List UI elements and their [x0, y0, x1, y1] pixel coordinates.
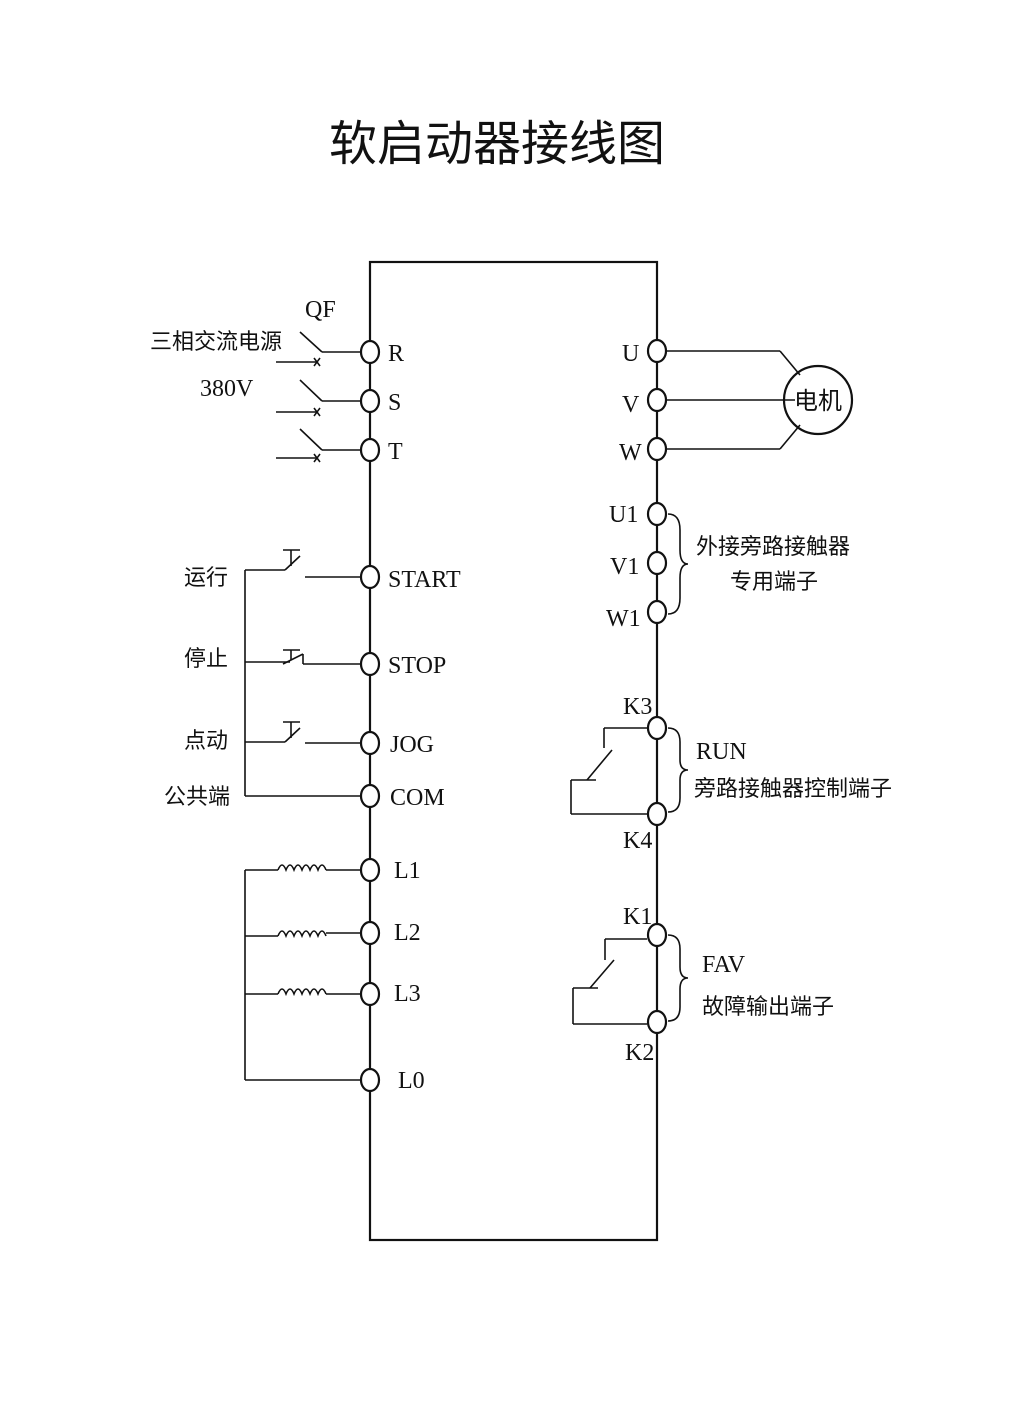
terminal-stop	[359, 651, 381, 677]
breaker-qf	[276, 331, 360, 463]
terminal-s-label: S	[388, 390, 401, 416]
bypass-label-1: 外接旁路接触器	[696, 535, 850, 560]
terminal-u1	[646, 501, 668, 527]
terminal-l1-label: L1	[394, 858, 421, 884]
run-label: 运行	[184, 566, 228, 591]
terminal-k4-label: K4	[623, 828, 652, 854]
fault-relay-contact	[572, 938, 647, 1025]
terminal-w1	[646, 599, 668, 625]
control-buttons	[244, 549, 360, 797]
terminal-r-label: R	[388, 341, 404, 367]
terminal-k2-label: K2	[625, 1040, 654, 1066]
terminal-s	[359, 388, 381, 414]
motor-label: 电机	[794, 387, 842, 415]
bypass-brace	[667, 513, 689, 615]
terminal-stop-label: STOP	[388, 653, 446, 679]
voltage-label: 380V	[200, 376, 254, 402]
run-relay-contact	[570, 727, 647, 815]
jog-label: 点动	[184, 729, 228, 754]
terminal-u-label: U	[622, 341, 639, 367]
terminal-k3	[646, 715, 668, 741]
bypass-label-2: 专用端子	[730, 570, 818, 595]
terminal-start	[359, 564, 381, 590]
terminal-u1-label: U1	[609, 502, 638, 528]
terminal-r	[359, 339, 381, 365]
terminal-l3-label: L3	[394, 981, 421, 1007]
terminal-v1-label: V1	[610, 554, 639, 580]
run-relay-name: RUN	[696, 739, 747, 765]
terminal-w-label: W	[619, 440, 642, 466]
breaker-label: QF	[305, 297, 336, 323]
terminal-k1-label: K1	[623, 904, 652, 930]
terminal-w	[646, 436, 668, 462]
terminal-t-label: T	[388, 439, 403, 465]
fault-relay-brace	[667, 934, 689, 1022]
run-relay-desc: 旁路接触器控制端子	[694, 777, 892, 802]
terminal-v	[646, 387, 668, 413]
terminal-com	[359, 783, 381, 809]
terminal-jog-label: JOG	[390, 732, 434, 758]
terminal-t	[359, 437, 381, 463]
terminal-k1	[646, 922, 668, 948]
run-relay-brace	[667, 727, 689, 813]
terminal-l2-label: L2	[394, 920, 421, 946]
terminal-l0-label: L0	[398, 1068, 425, 1094]
terminal-com-label: COM	[390, 785, 445, 811]
terminal-u	[646, 338, 668, 364]
fault-relay-desc: 故障输出端子	[702, 995, 834, 1020]
terminal-k4	[646, 801, 668, 827]
terminal-k3-label: K3	[623, 694, 652, 720]
current-transformer-coils	[244, 864, 360, 1081]
fault-relay-name: FAV	[702, 952, 746, 978]
terminal-v1	[646, 550, 668, 576]
terminal-v-label: V	[622, 392, 640, 418]
terminal-l0	[359, 1067, 381, 1093]
stop-label: 停止	[184, 647, 228, 672]
terminal-l2	[359, 920, 381, 946]
terminal-jog	[359, 730, 381, 756]
terminal-start-label: START	[388, 567, 461, 593]
terminal-l1	[359, 857, 381, 883]
motor-icon	[782, 364, 854, 436]
terminal-k2	[646, 1009, 668, 1035]
motor-wiring	[666, 350, 801, 450]
terminal-l3	[359, 981, 381, 1007]
terminal-w1-label: W1	[606, 606, 641, 632]
common-label: 公共端	[164, 785, 230, 810]
diagram-title: 软启动器接线图	[329, 118, 665, 171]
power-source-label: 三相交流电源	[150, 330, 282, 355]
